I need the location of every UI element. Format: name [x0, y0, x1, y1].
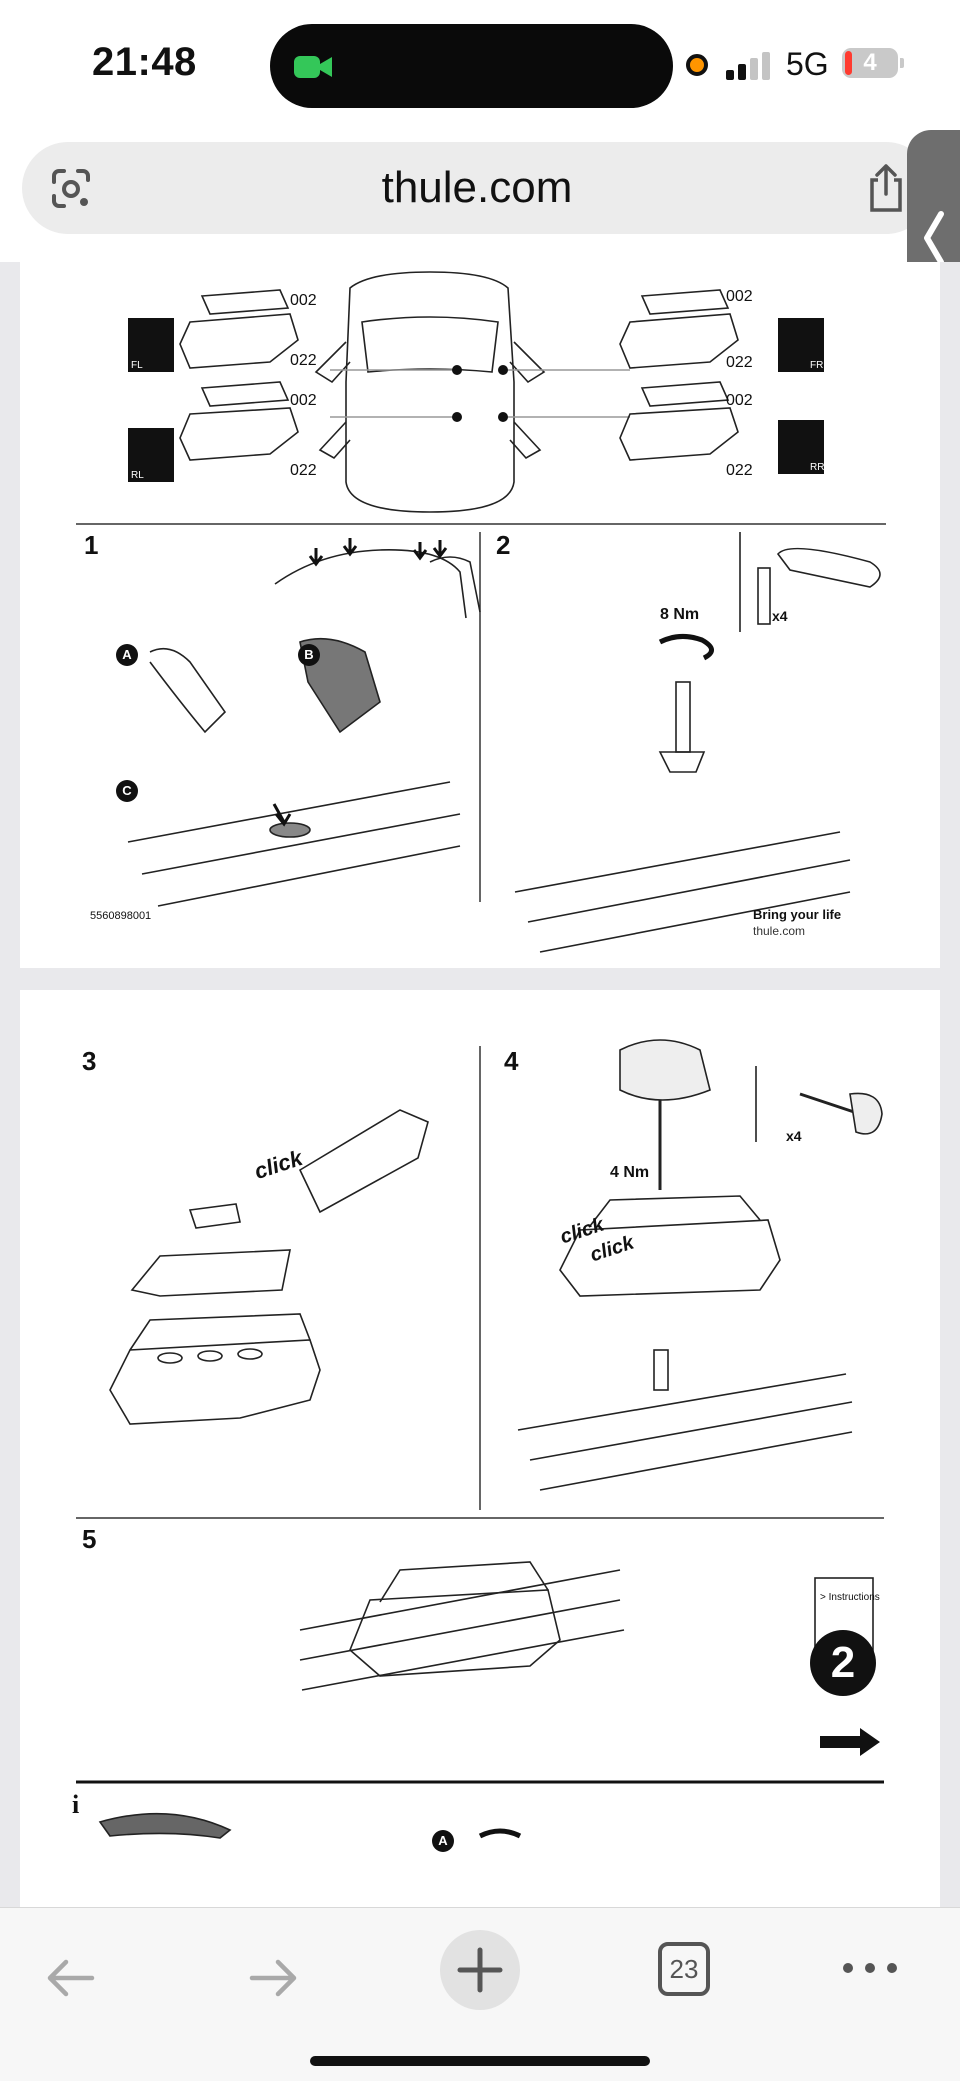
step-1-number: 1 — [84, 530, 99, 560]
browser-toolbar: 23 — [0, 1907, 960, 2081]
part-code-rr-bottom: 022 — [726, 462, 753, 479]
status-bar: 21:48 5G 4 — [0, 0, 960, 132]
info-icon: i — [72, 1790, 80, 1819]
step-5-number: 5 — [82, 1524, 97, 1554]
new-tab-button[interactable] — [440, 1930, 520, 2010]
mic-in-use-dot — [686, 54, 708, 76]
battery-tip — [900, 58, 904, 68]
network-type: 5G — [786, 46, 829, 82]
part-code-rl-top: 002 — [290, 392, 317, 409]
address-bar[interactable]: thule.com — [22, 142, 932, 234]
step-1-letter-b: B — [298, 644, 320, 666]
forward-arrow-icon[interactable] — [244, 1948, 304, 2008]
step-1-letter-c: C — [116, 780, 138, 802]
step-2-torque: 8 Nm — [660, 606, 700, 623]
url-text[interactable]: thule.com — [381, 163, 573, 212]
part-code-fr-top: 002 — [726, 288, 753, 305]
dynamic-island[interactable] — [270, 24, 673, 108]
tabs-icon[interactable]: 23 — [658, 1942, 710, 1996]
part-code-fl-top: 002 — [290, 292, 317, 309]
facetime-video-icon — [294, 56, 332, 78]
status-time: 21:48 — [92, 40, 197, 84]
part-code-rr-top: 002 — [726, 392, 753, 409]
manual-page-2: 3 click 4 4 Nm x4 click click 5 > Instru… — [20, 990, 940, 1907]
position-fr: FR — [810, 360, 824, 371]
position-rr: RR — [810, 462, 825, 473]
step-1-letter-a: A — [116, 644, 138, 666]
step-4-quantity: x4 — [786, 1128, 802, 1144]
home-indicator[interactable] — [310, 2056, 650, 2066]
info-letter-a: A — [432, 1830, 454, 1852]
step-2-quantity: x4 — [772, 608, 788, 624]
footer-tagline: Bring your life — [753, 907, 842, 922]
plus-icon — [457, 1947, 503, 1993]
chevron-left-icon — [924, 211, 944, 265]
google-lens-icon[interactable] — [48, 166, 94, 212]
step-2-number: 2 — [496, 530, 511, 560]
document-code: 5560898001 — [90, 910, 152, 922]
share-icon[interactable] — [862, 162, 910, 214]
battery-level — [845, 51, 852, 75]
assembly-diagram — [76, 1039, 884, 1839]
battery-icon: 4 — [842, 48, 898, 78]
part-code-fl-bottom: 022 — [290, 352, 317, 369]
part-code-rl-bottom: 022 — [290, 462, 317, 479]
back-arrow-icon[interactable] — [40, 1948, 100, 2008]
step-4-number: 4 — [504, 1046, 519, 1076]
next-step-badge: 2 — [810, 1630, 876, 1696]
fitting-position-diagram — [76, 271, 886, 953]
manual-page-1: 002 022 002 022 002 022 002 022 FL FR RL… — [20, 262, 940, 968]
battery-percent: 4 — [863, 49, 877, 76]
footer-site: thule.com — [753, 924, 806, 938]
step-5-manual-label: > Instructions — [820, 1592, 880, 1603]
pdf-viewer[interactable]: 002 022 002 022 002 022 002 022 FL FR RL… — [0, 262, 960, 1907]
more-dots-icon[interactable] — [840, 1958, 900, 1978]
signal-icon — [726, 50, 770, 80]
step-3-number: 3 — [82, 1046, 97, 1076]
position-rl: RL — [131, 470, 144, 481]
position-fl: FL — [131, 360, 143, 371]
step-4-torque: 4 Nm — [610, 1164, 650, 1181]
part-code-fr-bottom: 022 — [726, 354, 753, 371]
